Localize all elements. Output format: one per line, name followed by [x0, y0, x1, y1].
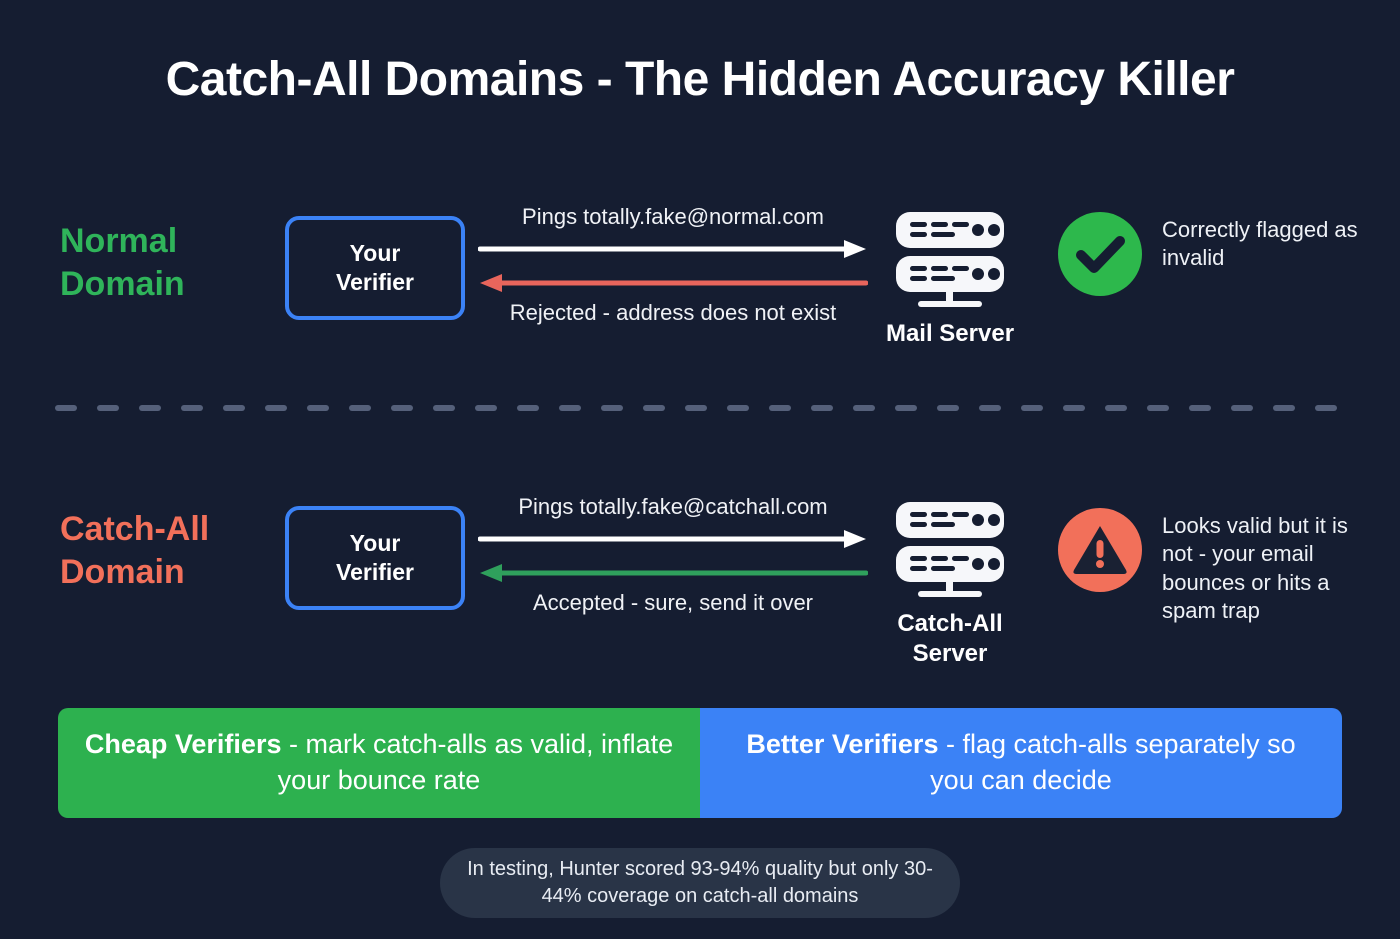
response-arrow-left-icon	[480, 274, 868, 292]
divider-dash	[391, 405, 413, 411]
row-label-line-1: Normal	[60, 222, 178, 260]
request-arrow-right-icon	[478, 240, 866, 258]
banner-cheap-text: Cheap Verifiers - mark catch-alls as val…	[84, 727, 674, 799]
verifier-box-catchall: Your Verifier	[285, 506, 465, 610]
divider-dash	[1105, 405, 1127, 411]
divider-dash	[979, 405, 1001, 411]
row-label-line-2: Domain	[60, 264, 185, 303]
catchall-domain-row: Catch-All Domain Your Verifier Pings tot…	[0, 480, 1400, 680]
server-caption-catchall: Catch-All Server	[880, 609, 1020, 669]
divider-dash	[601, 405, 623, 411]
divider-dash	[517, 405, 539, 411]
response-arrow-left-icon	[480, 564, 868, 582]
server-icon	[896, 502, 1004, 597]
divider-dash	[475, 405, 497, 411]
divider-dash	[1063, 405, 1085, 411]
server-caption-line-1: Catch-All	[897, 610, 1003, 637]
page-title: Catch-All Domains - The Hidden Accuracy …	[165, 53, 1235, 106]
server-icon	[896, 212, 1004, 307]
divider-dash	[895, 405, 917, 411]
banner-better-rest: - flag catch-alls separately so you can …	[930, 729, 1296, 795]
divider-dash	[1315, 405, 1337, 411]
outcome-text-catchall: Looks valid but it is not - your email b…	[1162, 513, 1348, 624]
divider-dash	[811, 405, 833, 411]
request-caption-normal: Pings totally.fake@normal.com	[522, 204, 824, 229]
verifier-label-line-1: Your	[349, 239, 401, 266]
divider-dash	[937, 405, 959, 411]
divider-dash	[727, 405, 749, 411]
divider-dash	[223, 405, 245, 411]
catchall-server-block: Catch-All Server	[880, 498, 1020, 669]
divider-dash	[685, 405, 707, 411]
row-label-line-2: Domain	[60, 552, 185, 591]
divider-dash	[1231, 405, 1253, 411]
divider-dash	[643, 405, 665, 411]
divider-dash	[433, 405, 455, 411]
warning-triangle-icon	[1058, 508, 1142, 592]
banner-better-verifiers: Better Verifiers - flag catch-alls separ…	[700, 708, 1342, 818]
divider-dash	[1273, 405, 1295, 411]
banner-better-text: Better Verifiers - flag catch-alls separ…	[726, 727, 1316, 799]
divider-dash	[349, 405, 371, 411]
divider-dash	[139, 405, 161, 411]
divider-dash	[265, 405, 287, 411]
divider-dash	[769, 405, 791, 411]
banner-cheap-verifiers: Cheap Verifiers - mark catch-alls as val…	[58, 708, 700, 818]
normal-domain-row: Normal Domain Your Verifier Pings totall…	[0, 190, 1400, 370]
divider-dash	[307, 405, 329, 411]
section-divider	[55, 405, 1345, 411]
divider-dash	[97, 405, 119, 411]
verifier-box-label: Your Verifier	[336, 529, 414, 588]
response-caption-catchall: Accepted - sure, send it over	[532, 590, 814, 615]
footnote-pill: In testing, Hunter scored 93-94% quality…	[440, 848, 960, 918]
divider-dash	[853, 405, 875, 411]
check-circle-icon	[1058, 212, 1142, 296]
row-label-line-1: Catch-All	[60, 510, 210, 548]
mail-server-block: Mail Server	[880, 208, 1020, 349]
divider-dash	[1147, 405, 1169, 411]
server-caption-normal: Mail Server	[885, 320, 1015, 347]
verifier-comparison-banners: Cheap Verifiers - mark catch-alls as val…	[58, 708, 1342, 818]
row-label-catchall-domain: Catch-All Domain	[60, 508, 295, 593]
normal-domain-arrows: Pings totally.fake@normal.com Rejected -…	[478, 190, 868, 370]
request-caption-catchall: Pings totally.fake@catchall.com	[518, 494, 828, 519]
verifier-label-line-2: Verifier	[336, 559, 414, 585]
outcome-text-normal: Correctly flagged as invalid	[1162, 217, 1358, 271]
banner-cheap-rest: - mark catch-alls as valid, inflate your…	[277, 729, 674, 795]
outcome-normal: Correctly flagged as invalid	[1058, 212, 1378, 296]
banner-cheap-strong: Cheap Verifiers	[84, 729, 282, 760]
request-arrow-right-icon	[478, 530, 866, 548]
verifier-box-label: Your Verifier	[336, 239, 414, 298]
banner-better-strong: Better Verifiers	[746, 729, 939, 760]
server-caption-line-2: Server	[912, 640, 988, 667]
verifier-label-line-1: Your	[349, 529, 401, 556]
verifier-label-line-2: Verifier	[336, 269, 414, 295]
divider-dash	[55, 405, 77, 411]
response-caption-normal: Rejected - address does not exist	[509, 300, 837, 325]
outcome-catchall: Looks valid but it is not - your email b…	[1058, 508, 1378, 626]
divider-dash	[181, 405, 203, 411]
catchall-domain-arrows: Pings totally.fake@catchall.com Accepted…	[478, 480, 868, 660]
divider-dash	[1189, 405, 1211, 411]
row-label-normal-domain: Normal Domain	[60, 220, 295, 305]
verifier-box-normal: Your Verifier	[285, 216, 465, 320]
divider-dash	[559, 405, 581, 411]
divider-dash	[1021, 405, 1043, 411]
